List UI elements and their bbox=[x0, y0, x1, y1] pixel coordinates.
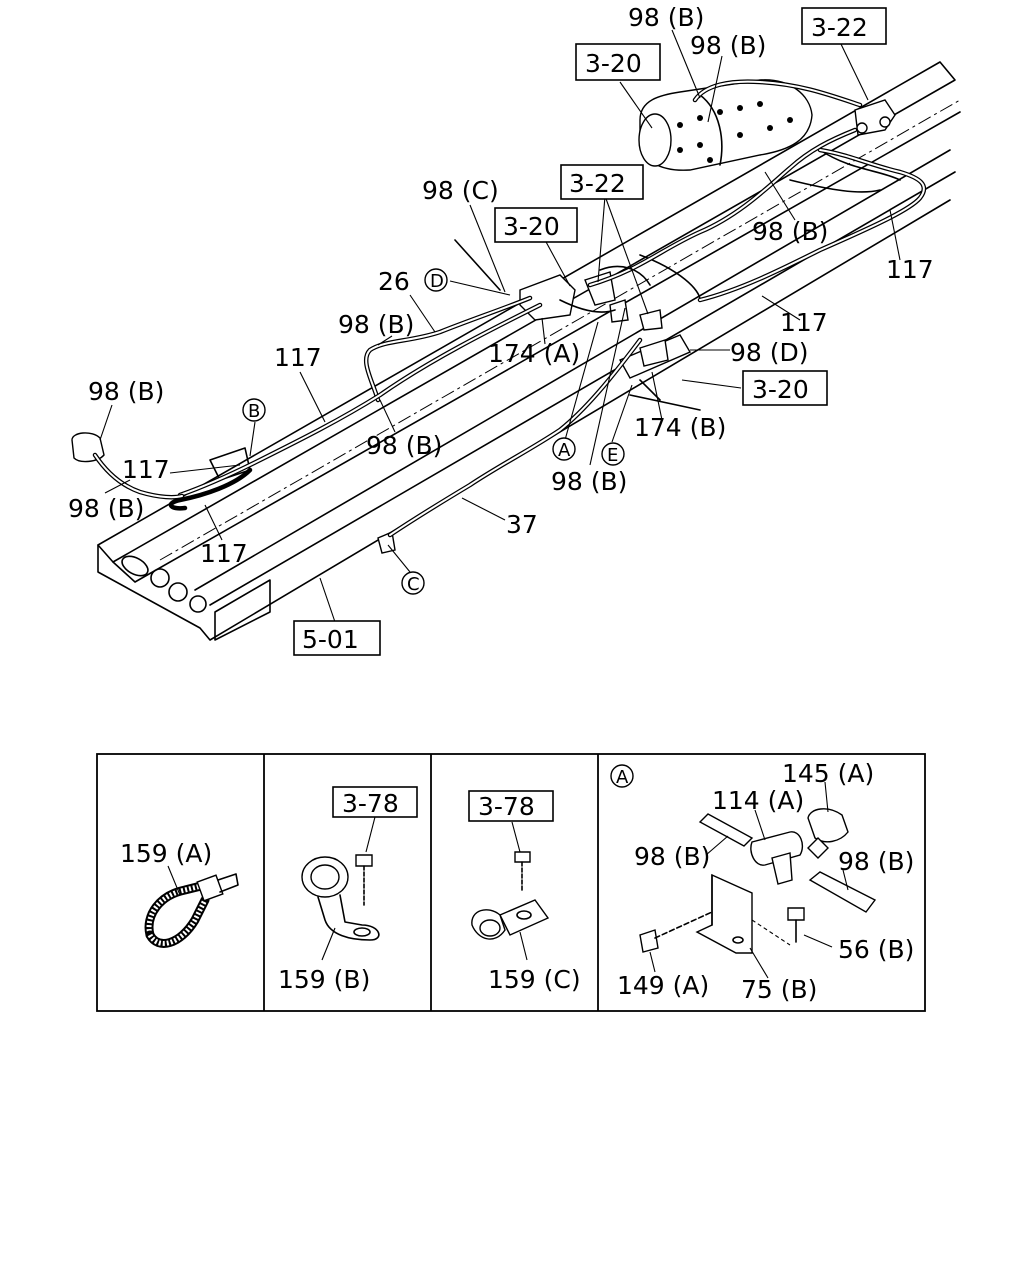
label-98c: 98 (C) bbox=[422, 176, 499, 205]
label-117: 117 bbox=[274, 343, 322, 372]
callout-d: D bbox=[430, 271, 444, 292]
label-98b: 98 (B) bbox=[752, 217, 828, 246]
label-174b: 174 (B) bbox=[634, 413, 726, 442]
label-159a: 159 (A) bbox=[120, 839, 212, 868]
callout-b: B bbox=[248, 401, 260, 422]
label-98b: 98 (B) bbox=[634, 842, 710, 871]
label-98b: 98 (B) bbox=[690, 31, 766, 60]
ref-3-78: 3-78 bbox=[478, 792, 535, 821]
detail-panel-159c: 3-78 159 (C) bbox=[468, 790, 581, 994]
label-56b: 56 (B) bbox=[838, 935, 914, 964]
ref-3-22: 3-22 bbox=[569, 169, 626, 198]
part-labels: 98 (B) 98 (B) 98 (B) 98 (C) 26 98 (B) 11… bbox=[68, 3, 934, 568]
label-98b: 98 (B) bbox=[628, 3, 704, 32]
label-98b: 98 (B) bbox=[88, 377, 164, 406]
label-117: 117 bbox=[122, 455, 170, 484]
ref-5-01: 5-01 bbox=[302, 625, 359, 654]
callout-a: A bbox=[616, 767, 629, 788]
chassis-frame bbox=[97, 61, 961, 641]
valves bbox=[71, 99, 896, 554]
label-98b: 98 (B) bbox=[338, 310, 414, 339]
label-98b: 98 (B) bbox=[838, 847, 914, 876]
label-75b: 75 (B) bbox=[741, 975, 817, 1004]
callout-a: A bbox=[558, 440, 571, 461]
label-98b: 98 (B) bbox=[68, 494, 144, 523]
label-117: 117 bbox=[200, 539, 248, 568]
leader-lines bbox=[99, 29, 901, 623]
ref-3-22: 3-22 bbox=[811, 13, 868, 42]
label-117: 117 bbox=[886, 255, 934, 284]
label-159c: 159 (C) bbox=[488, 965, 581, 994]
label-98d: 98 (D) bbox=[730, 338, 809, 367]
label-26: 26 bbox=[378, 267, 410, 296]
detail-panel-159b: 3-78 159 (B) bbox=[278, 786, 418, 994]
detail-panel-159a: 159 (A) bbox=[120, 839, 239, 948]
label-37: 37 bbox=[506, 510, 538, 539]
reference-boxes: 3-20 3-22 3-22 3-20 3-20 5-01 bbox=[293, 7, 887, 656]
label-98b: 98 (B) bbox=[551, 467, 627, 496]
callouts: D B A E C bbox=[242, 268, 625, 595]
ref-3-20: 3-20 bbox=[503, 212, 560, 241]
ref-3-20: 3-20 bbox=[752, 375, 809, 404]
label-145a: 145 (A) bbox=[782, 759, 874, 788]
label-174a: 174 (A) bbox=[488, 339, 580, 368]
air-tanks bbox=[638, 79, 813, 171]
label-114a: 114 (A) bbox=[712, 786, 804, 815]
label-117: 117 bbox=[780, 308, 828, 337]
label-159b: 159 (B) bbox=[278, 965, 370, 994]
ref-3-78: 3-78 bbox=[342, 789, 399, 818]
air-pipes bbox=[92, 79, 927, 538]
ref-3-20: 3-20 bbox=[585, 49, 642, 78]
detail-table bbox=[96, 753, 926, 1012]
detail-panel-a: A 145 (A) 114 (A) 98 (B) 98 ( bbox=[610, 759, 914, 1004]
label-149a: 149 (A) bbox=[617, 971, 709, 1000]
callout-e: E bbox=[607, 445, 618, 466]
label-98b: 98 (B) bbox=[366, 431, 442, 460]
callout-c: C bbox=[407, 574, 420, 595]
